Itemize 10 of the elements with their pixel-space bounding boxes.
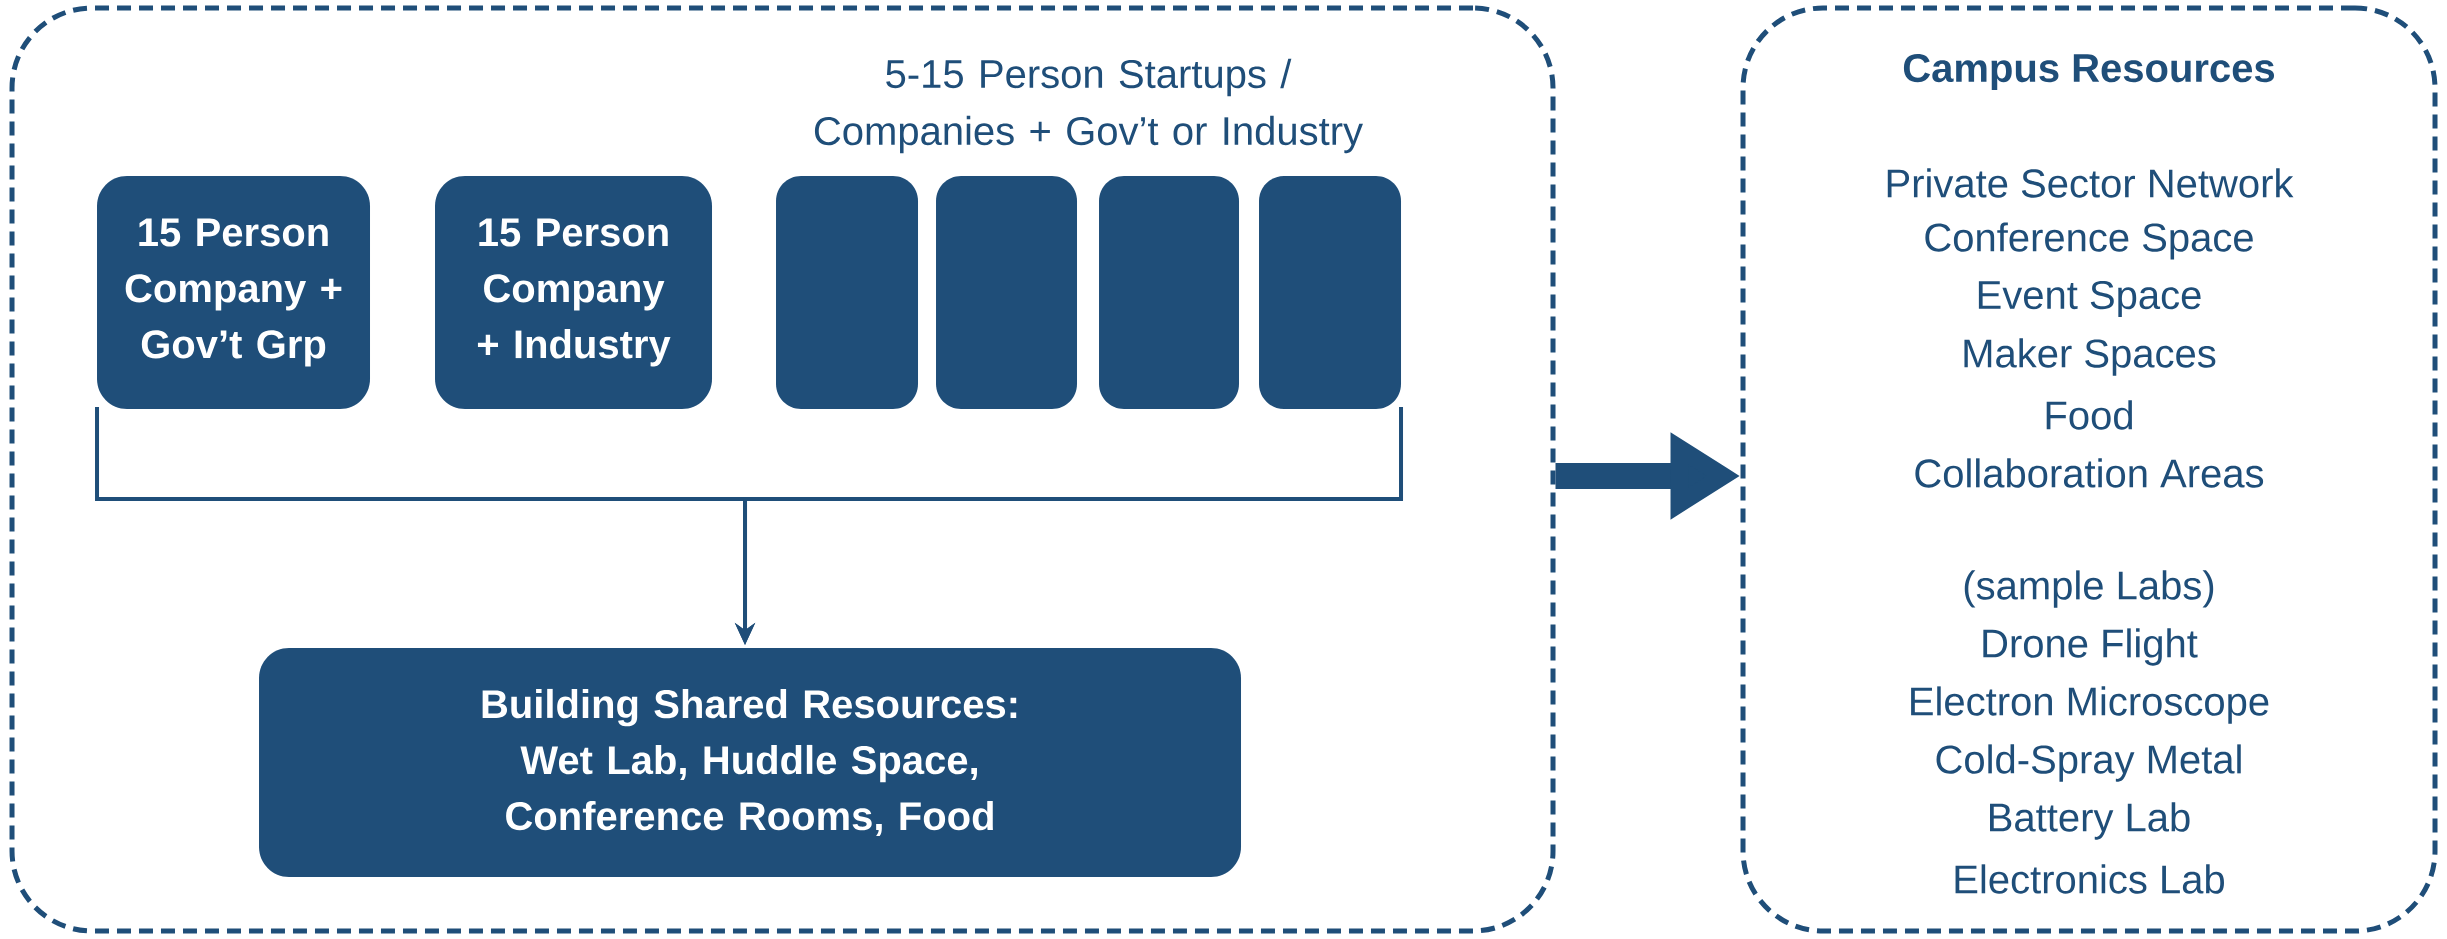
group-heading: 5-15 Person Startups / Companies + Gov’t or Industry — [814, 58, 1363, 154]
rounded-box: Building Shared Resources: Wet Lab, Huddle Space, Conference Rooms, Food — [259, 648, 1241, 877]
rounded-box: 15 Person Company + Gov’t Grp — [97, 176, 370, 409]
rounded-box: 15 Person Company + Industry — [435, 176, 712, 409]
rounded-box — [1099, 176, 1239, 409]
rounded-box — [936, 176, 1077, 409]
rounded-box — [776, 176, 918, 409]
dashed-panel: Campus Resources Private Sector Network Conference Space Event Space Maker Spaces Food Collaboration Areas (sample Labs) Drone Flight Electron Microscope Cold-Spray Metal Battery Lab Electronics Lab — [1740, 5, 2438, 934]
rounded-box — [1259, 176, 1401, 409]
dashed-panel — [9, 5, 1556, 934]
